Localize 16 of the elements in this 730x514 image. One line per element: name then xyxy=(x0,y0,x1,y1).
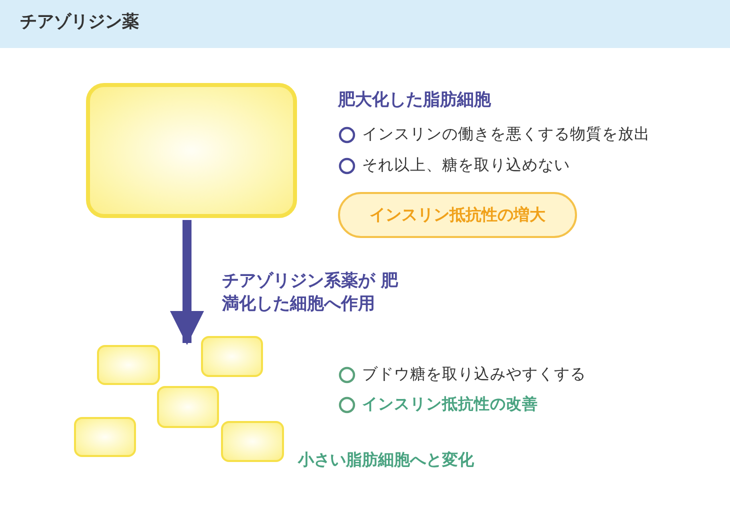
heading-text: 小さい脂肪細胞へと変化 xyxy=(298,450,474,471)
bullet-text: それ以上、糖を取り込めない xyxy=(362,155,570,176)
result-pill: インスリン抵抗性の増大 xyxy=(338,192,577,238)
bullet-text: インスリンの働きを悪くする物質を放出 xyxy=(362,124,650,145)
bullet-text: インスリン抵抗性の改善 xyxy=(362,394,538,415)
edge-label: チアゾリジン系薬が 肥満化した細胞へ作用 xyxy=(222,270,400,316)
fat-cell xyxy=(86,83,297,218)
fat-cell xyxy=(201,336,263,377)
fat-cell xyxy=(221,421,284,462)
bullet-text: ブドウ糖を取り込みやすくする xyxy=(362,364,586,385)
title: チアゾリジン薬 xyxy=(20,11,139,33)
fat-cell xyxy=(157,386,219,428)
fat-cell xyxy=(74,417,136,457)
heading-text: 肥大化した脂肪細胞 xyxy=(338,89,491,111)
fat-cell xyxy=(97,345,160,385)
arrow xyxy=(170,220,204,345)
